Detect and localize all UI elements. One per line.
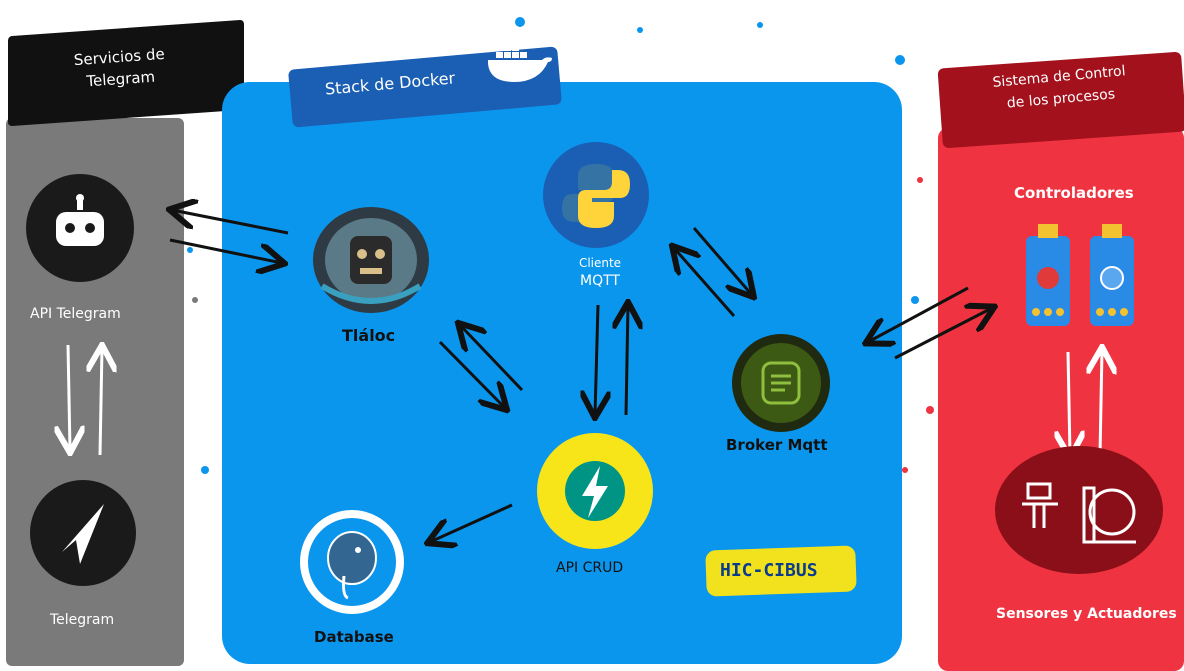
tlaloc-label: Tláloc	[342, 326, 396, 345]
docker-whale-icon	[488, 38, 552, 82]
controladores-label: Controladores	[1014, 184, 1134, 202]
fastapi-bolt-icon	[537, 433, 653, 549]
python-icon	[543, 142, 649, 248]
control-panel	[938, 128, 1184, 671]
api-crud-label: API CRUD	[556, 560, 624, 576]
arrow-broker-to-mqtt	[674, 248, 736, 317]
arrow-mqtt-to-api-crud	[595, 304, 598, 415]
arrow-broker-to-controllers	[894, 308, 992, 360]
mosquitto-broker-icon	[732, 334, 830, 432]
postgresql-elephant-icon	[300, 510, 404, 614]
pump-sensor-icon	[995, 446, 1163, 574]
arrow-tlaloc-to-api-crud	[438, 340, 505, 408]
arrow-api-telegram-to-tlaloc	[169, 238, 282, 263]
robot-icon	[26, 174, 134, 282]
arrow-api-crud-to-database	[430, 503, 513, 542]
send-icon	[30, 480, 136, 586]
cliente-mqtt-label: Cliente MQTT	[578, 256, 622, 289]
arrow-tlaloc-to-api-telegram	[172, 210, 289, 235]
telegram-label: Telegram	[50, 612, 115, 628]
hic-cibus-logo-text: HIC-CIBUS	[720, 560, 818, 581]
arrow-controllers-to-broker	[868, 286, 969, 342]
tlaloc-mask-icon	[313, 207, 429, 313]
arrow-api-crud-to-tlaloc	[460, 325, 524, 392]
arrow-mqtt-to-broker	[692, 227, 752, 295]
api-telegram-label: API Telegram	[30, 306, 121, 322]
arrow-api-crud-to-mqtt	[626, 305, 628, 416]
sensores-actuadores-label: Sensores y Actuadores	[996, 606, 1177, 622]
database-label: Database	[314, 628, 394, 646]
microcontroller-icon	[1026, 224, 1134, 326]
broker-mqtt-label: Broker Mqtt	[726, 436, 828, 454]
